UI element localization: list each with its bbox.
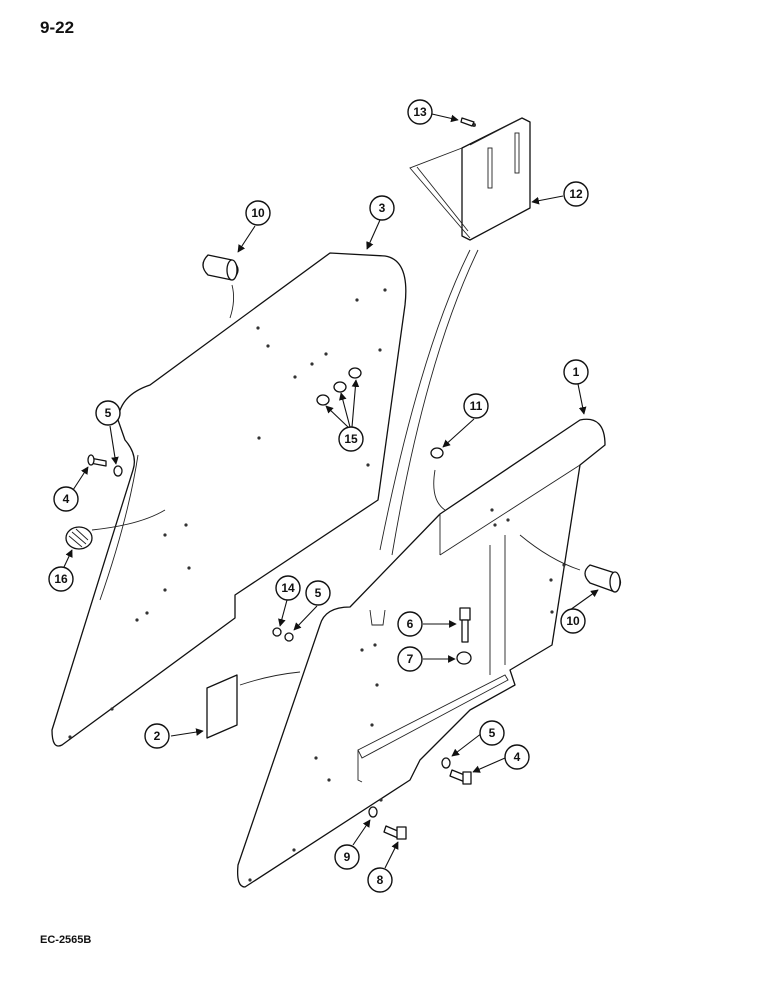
callout-5-right: 5 <box>479 720 505 746</box>
svg-text:16: 16 <box>54 572 68 586</box>
callout-10-upper: 10 <box>245 200 271 226</box>
callout-16: 16 <box>48 566 74 592</box>
svg-text:8: 8 <box>377 873 384 887</box>
page-number: 9-22 <box>40 18 75 37</box>
callout-5-mid: 5 <box>305 580 331 606</box>
svg-text:6: 6 <box>407 617 414 631</box>
callout-3: 3 <box>369 195 395 221</box>
svg-text:12: 12 <box>569 187 583 201</box>
callout-2: 2 <box>144 723 170 749</box>
callout-8: 8 <box>367 867 393 893</box>
svg-text:11: 11 <box>470 399 483 413</box>
leader-lines <box>63 113 599 869</box>
svg-text:5: 5 <box>105 406 112 420</box>
svg-text:7: 7 <box>407 652 414 666</box>
callout-4-right: 4 <box>504 744 530 770</box>
callout-5-left: 5 <box>95 400 121 426</box>
callout-11: 11 <box>463 393 489 419</box>
svg-text:9: 9 <box>344 850 351 864</box>
hardware-parts <box>65 117 622 840</box>
svg-text:10: 10 <box>566 614 580 628</box>
svg-text:5: 5 <box>489 726 496 740</box>
callout-14: 14 <box>275 575 301 601</box>
svg-text:13: 13 <box>413 105 427 119</box>
callout-6: 6 <box>397 611 423 637</box>
callout-12: 12 <box>563 181 589 207</box>
callout-9: 9 <box>334 844 360 870</box>
side-panel-front <box>237 418 606 888</box>
svg-text:2: 2 <box>154 729 161 743</box>
callout-1: 1 <box>563 359 589 385</box>
svg-text:10: 10 <box>251 206 265 220</box>
callout-15: 15 <box>338 426 364 452</box>
side-panel-rear <box>51 252 407 747</box>
callout-4-left: 4 <box>53 486 79 512</box>
svg-text:5: 5 <box>315 586 322 600</box>
svg-text:4: 4 <box>514 750 521 764</box>
figure-code: EC-2565B <box>40 934 92 946</box>
svg-text:4: 4 <box>63 492 70 506</box>
svg-text:1: 1 <box>573 365 580 379</box>
svg-text:3: 3 <box>379 201 386 215</box>
mounting-bracket <box>379 117 531 556</box>
svg-text:14: 14 <box>281 581 295 595</box>
callout-13: 13 <box>407 99 433 125</box>
callout-7: 7 <box>397 646 423 672</box>
svg-text:15: 15 <box>344 432 358 446</box>
callout-10-lower: 10 <box>560 608 586 634</box>
